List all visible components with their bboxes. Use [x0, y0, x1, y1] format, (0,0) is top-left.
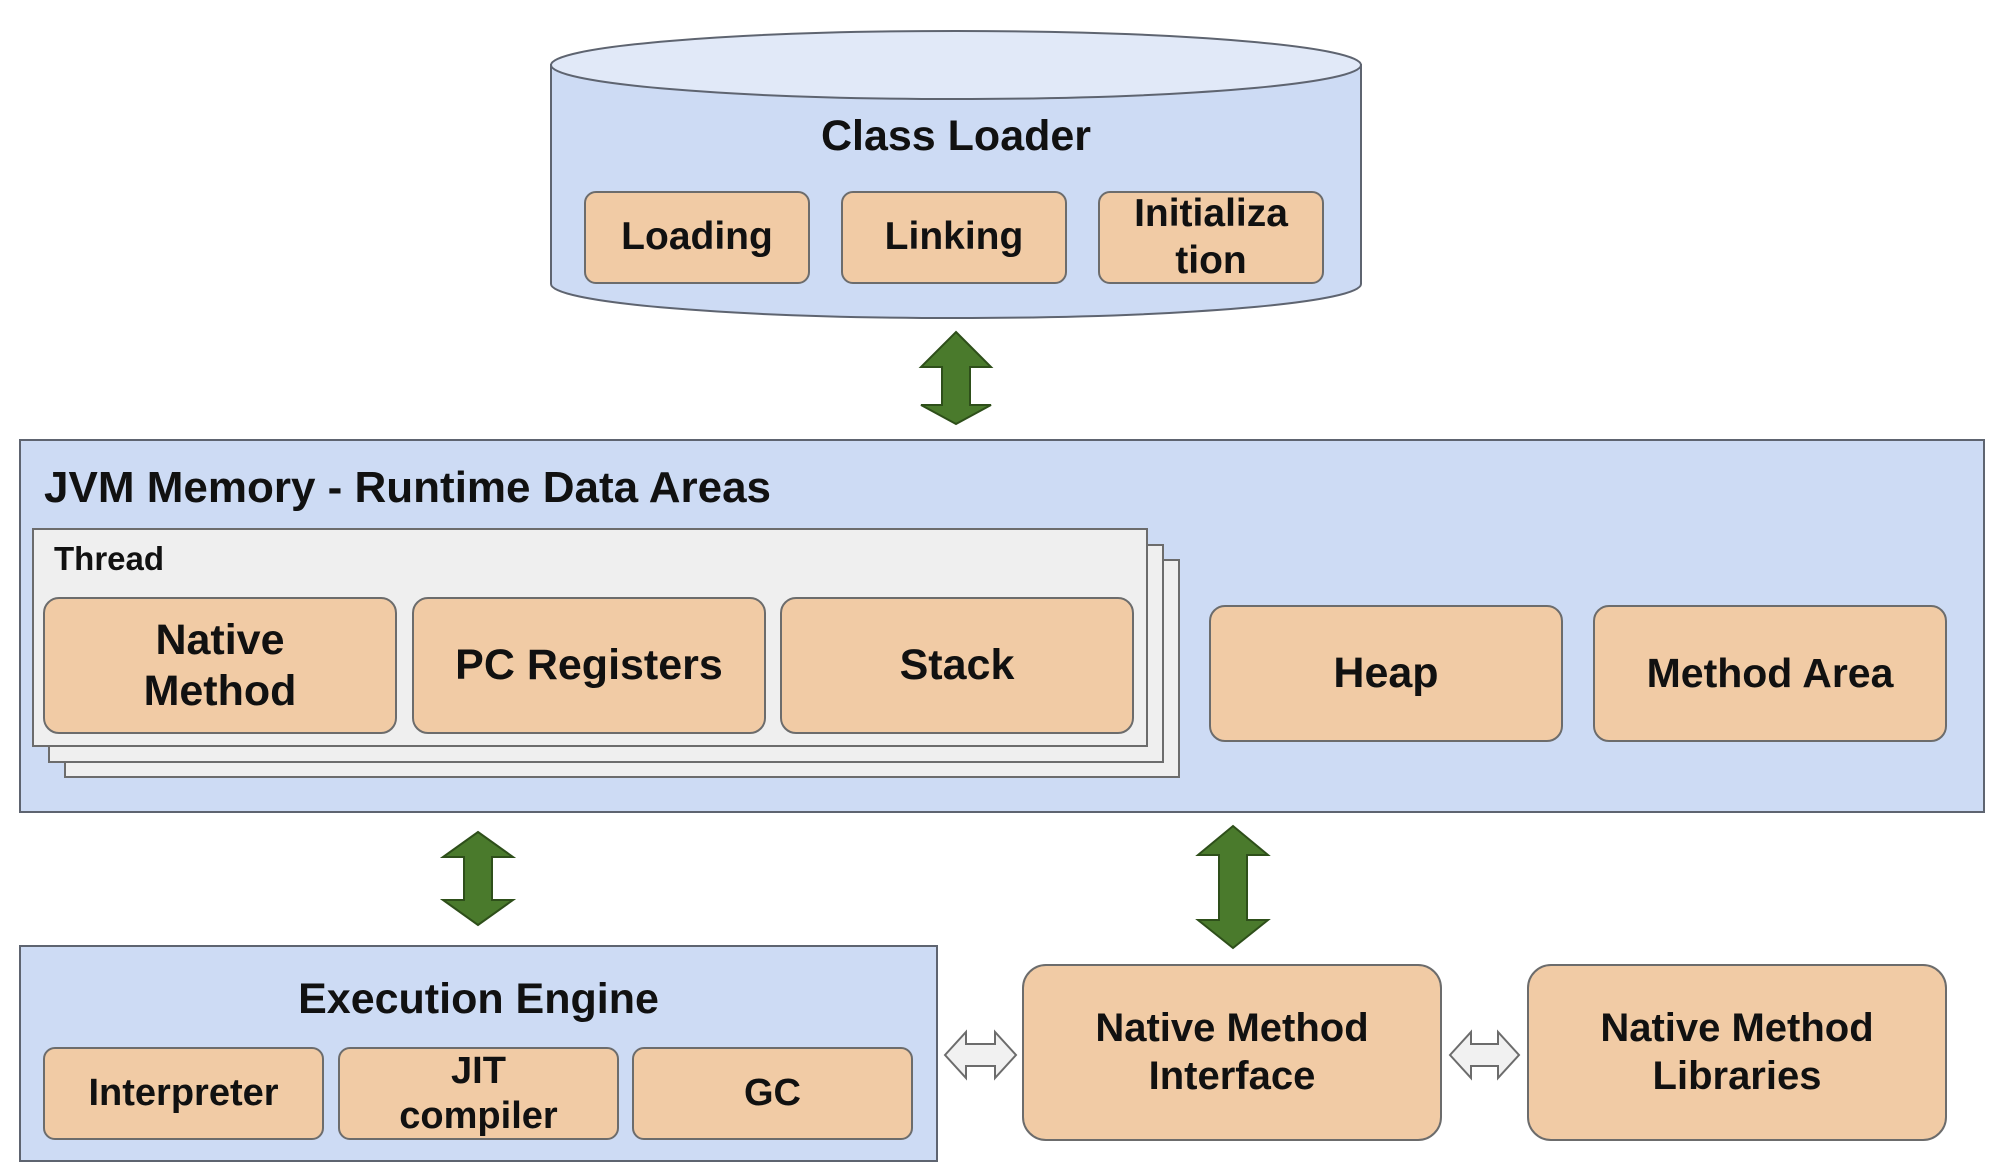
- heap-area: Heap: [1209, 605, 1563, 742]
- method-area: Method Area: [1593, 605, 1947, 742]
- native-method-libraries: Native Method Libraries: [1527, 964, 1947, 1141]
- native-method-interface: Native Method Interface: [1022, 964, 1442, 1141]
- execution-engine-title: Execution Engine: [298, 975, 659, 1023]
- double-arrow-memory-native-interface: [1195, 824, 1271, 950]
- thread-label: Thread: [54, 540, 165, 577]
- double-arrow-execution-native-interface: [943, 1029, 1018, 1081]
- double-arrow-memory-execution: [439, 830, 517, 927]
- jvm-memory-title: JVM Memory - Runtime Data Areas: [44, 463, 772, 512]
- interpreter-component: Interpreter: [43, 1047, 324, 1140]
- double-arrow-classloader-memory: [918, 330, 994, 426]
- class-loader-title: Class Loader: [820, 112, 1092, 160]
- jit-compiler-component: JIT compiler: [338, 1047, 619, 1140]
- stack-area: Stack: [780, 597, 1134, 734]
- loading-step: Loading: [584, 191, 810, 284]
- initialization-step: Initializa tion: [1098, 191, 1324, 284]
- linking-step: Linking: [841, 191, 1067, 284]
- gc-component: GC: [632, 1047, 913, 1140]
- pc-registers-area: PC Registers: [412, 597, 766, 734]
- native-method-stack-area: Native Method: [43, 597, 397, 734]
- double-arrow-native-interface-libraries: [1448, 1029, 1521, 1081]
